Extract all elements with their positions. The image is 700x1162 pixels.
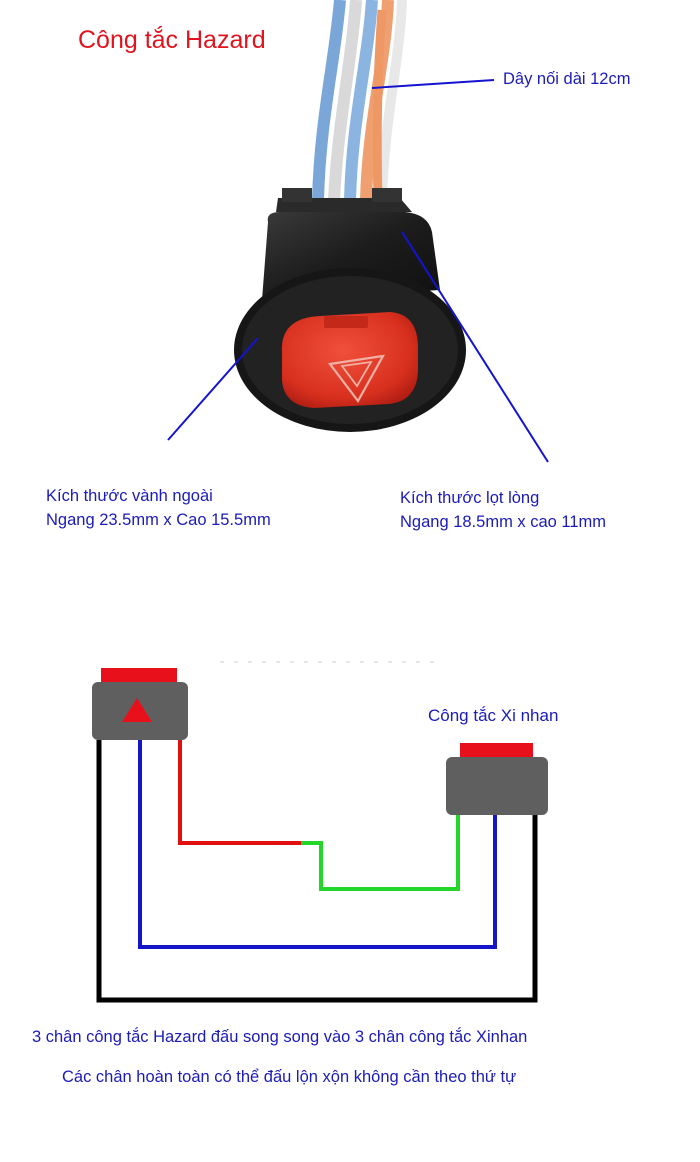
hazard-switch-body	[92, 682, 188, 740]
hazard-triangle-icon	[122, 698, 152, 722]
outer-rim-label-line2: Ngang 23.5mm x Cao 15.5mm	[46, 511, 271, 529]
page-title: Công tắc Hazard	[78, 26, 266, 54]
hazard-switch-button	[101, 668, 177, 685]
wire-blue	[138, 740, 497, 949]
pointer-line-inner-cutout	[401, 231, 549, 463]
pointer-line-outer-rim	[167, 337, 259, 441]
pointer-line-wire	[371, 79, 495, 89]
inner-cutout-label-line1: Kích thước lọt lòng	[400, 489, 540, 507]
wire-black	[96, 740, 538, 1003]
turn-signal-switch-body	[446, 757, 548, 815]
wire-bundle	[312, 0, 407, 201]
switch-housing	[234, 188, 466, 432]
turn-signal-switch-label: Công tắc Xi nhan	[428, 706, 559, 725]
wire-length-label: Dây nối dài 12cm	[503, 70, 631, 88]
note-line1: 3 chân công tắc Hazard đấu song song vào…	[32, 1028, 528, 1046]
inner-cutout-label: Kích thước lọt lòng Ngang 18.5mm x cao 1…	[400, 486, 606, 534]
hazard-switch	[92, 668, 188, 740]
product-photo	[167, 0, 549, 463]
turn-signal-switch	[446, 743, 548, 815]
outer-rim-label-line1: Kích thước vành ngoài	[46, 487, 213, 505]
wire-green	[301, 815, 460, 891]
outer-rim-label: Kích thước vành ngoài Ngang 23.5mm x Cao…	[46, 484, 271, 532]
wire-red	[178, 740, 321, 845]
inner-cutout-label-line2: Ngang 18.5mm x cao 11mm	[400, 513, 607, 531]
note-line2: Các chân hoàn toàn có thể đấu lộn xộn kh…	[62, 1068, 517, 1086]
turn-signal-switch-button	[460, 743, 533, 760]
